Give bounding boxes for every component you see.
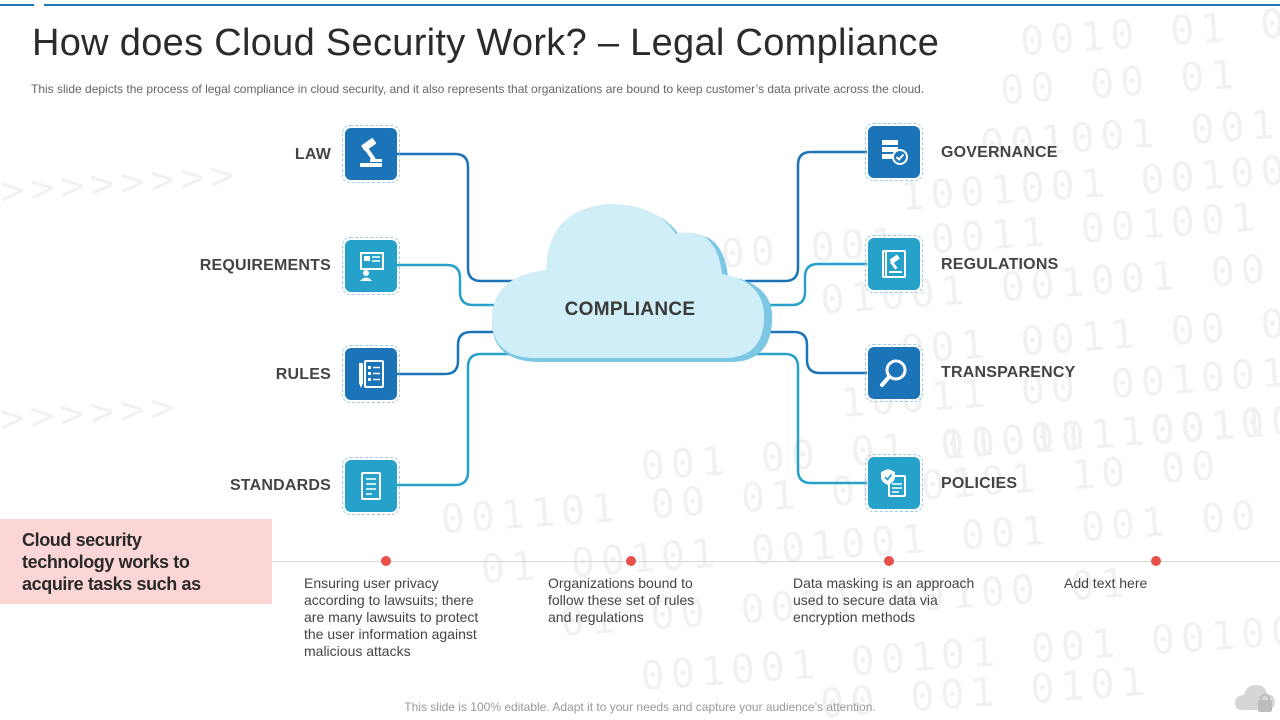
label-governance: GOVERNANCE [941, 144, 1058, 161]
connector-law [397, 152, 520, 283]
footer-note: This slide is 100% editable. Adapt it to… [404, 700, 876, 714]
law-book-icon [865, 235, 923, 293]
gavel-icon [342, 125, 400, 183]
timeline-dot-1 [381, 556, 391, 566]
timeline-dot-3 [884, 556, 894, 566]
callout-box: Cloud security technology works to acqui… [0, 519, 272, 604]
shield-document-icon [865, 454, 923, 512]
document-list-icon [342, 457, 400, 515]
checklist-pen-icon [342, 345, 400, 403]
compliance-cloud [491, 204, 773, 362]
label-rules: RULES [275, 366, 331, 383]
label-requirements: REQUIREMENTS [199, 257, 331, 274]
task-text-1: Ensuring user privacy according to lawsu… [304, 575, 479, 659]
label-policies: POLICIES [941, 475, 1018, 492]
callout-line-1: Cloud security [22, 530, 142, 550]
page-title: How does Cloud Security Work? – Legal Co… [32, 22, 940, 64]
magnifier-icon [865, 344, 923, 402]
task-text-3: Data masking is an approach used to secu… [793, 575, 975, 625]
callout-line-2: technology works to [22, 552, 190, 572]
connector-governance [745, 150, 867, 283]
connector-transparency [770, 330, 867, 375]
presentation-board-icon [342, 237, 400, 295]
timeline-dot-4 [1151, 556, 1161, 566]
top-accent-line-short [0, 4, 34, 6]
label-regulations: REGULATIONS [941, 256, 1059, 273]
timeline-line [272, 561, 1280, 562]
task-text-2: Organizations bound to follow these set … [548, 575, 695, 625]
connector-policies [710, 352, 867, 485]
cloud-lock-icon [1232, 680, 1278, 720]
connector-requirements [397, 263, 500, 307]
server-check-icon [865, 123, 923, 181]
timeline-dot-2 [626, 556, 636, 566]
label-transparency: TRANSPARENCY [941, 364, 1076, 381]
connector-rules [397, 330, 510, 376]
compliance-label: COMPLIANCE [564, 299, 696, 320]
callout-line-3: acquire tasks such as [22, 574, 201, 594]
page-subtitle: This slide depicts the process of legal … [31, 82, 925, 96]
connector-regulations [765, 262, 867, 307]
label-law: LAW [294, 146, 331, 163]
label-standards: STANDARDS [229, 477, 331, 494]
top-accent-line [44, 4, 1280, 6]
connector-standards [397, 352, 560, 487]
task-text-4: Add text here [1064, 575, 1148, 591]
